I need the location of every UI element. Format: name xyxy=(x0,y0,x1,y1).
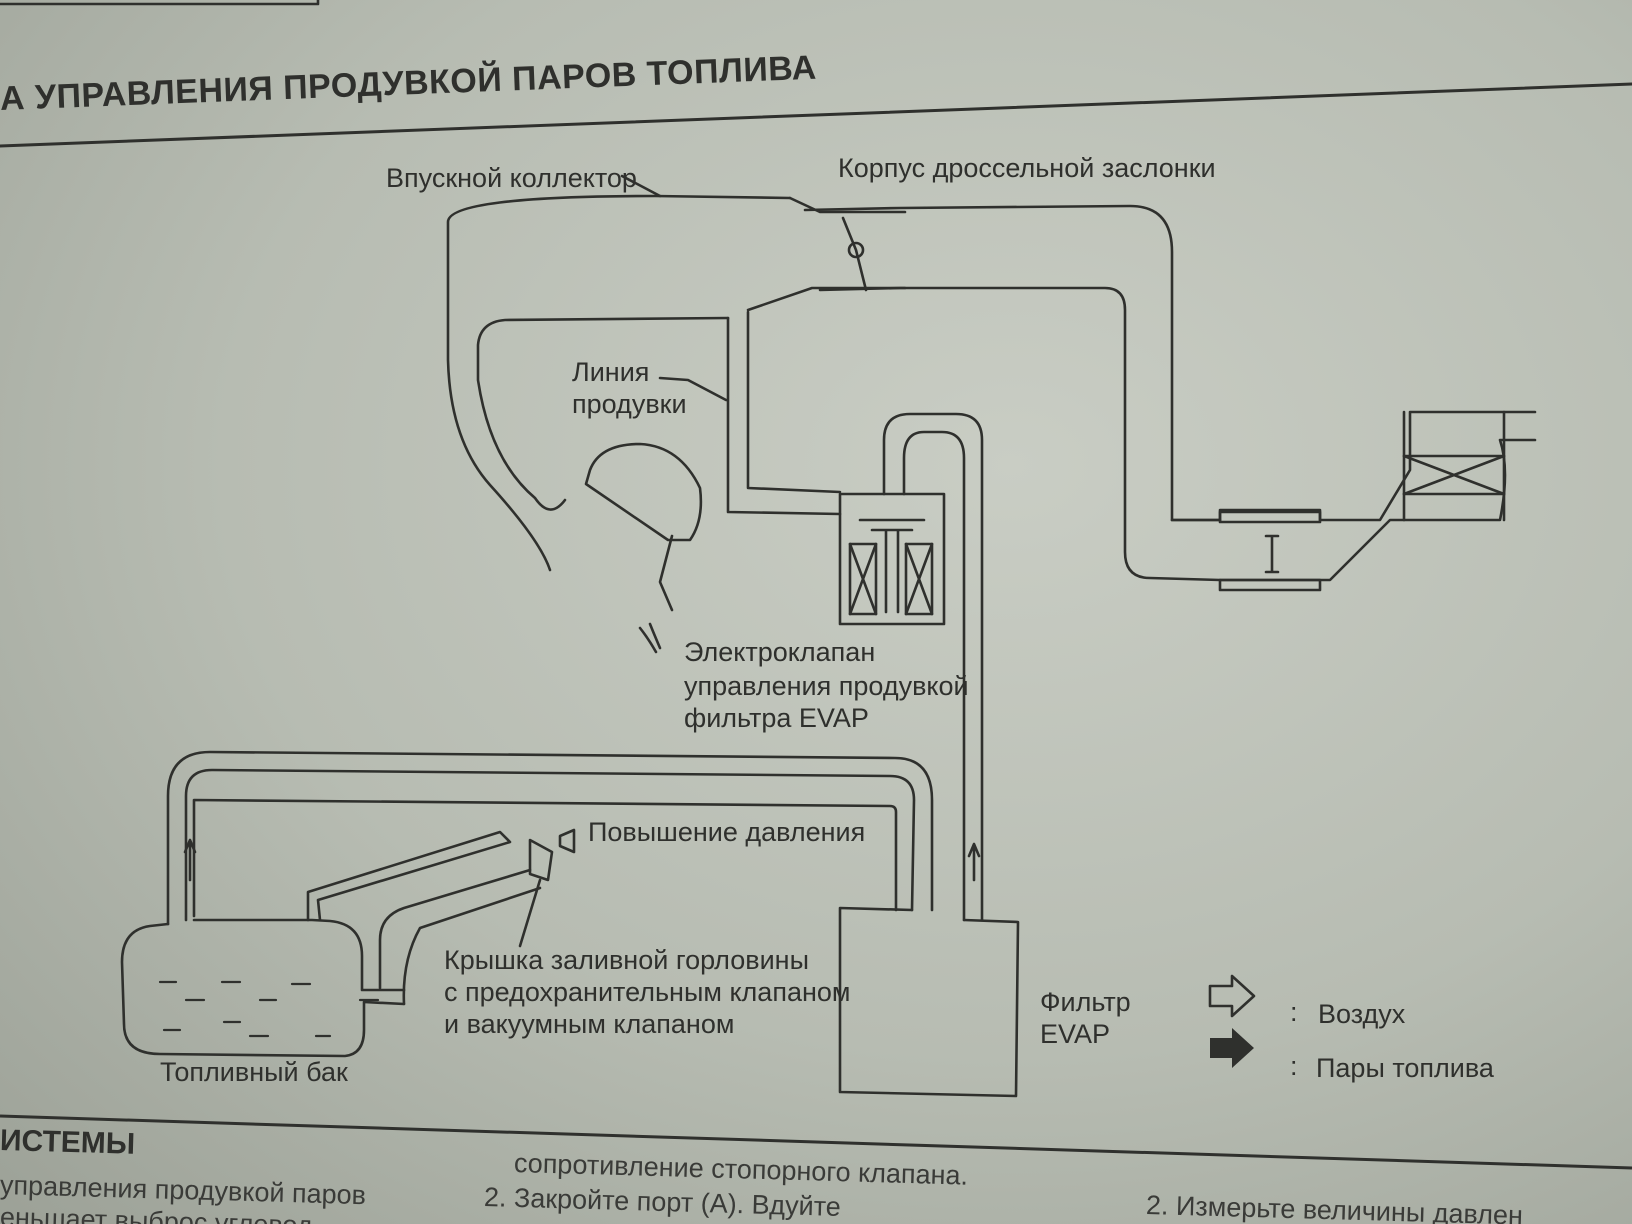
tank-vent-tube xyxy=(306,830,512,922)
section-rule xyxy=(0,1114,1632,1170)
label-filler-cap-2: с предохранительным клапаном xyxy=(444,977,851,1007)
top-frame-line xyxy=(0,0,320,6)
legend-vapor-label: Пары топлива xyxy=(1316,1053,1494,1083)
vapor-flow-arrow-right xyxy=(967,842,981,882)
vapor-line-inner-a xyxy=(166,750,934,926)
maf-sensor-bottom xyxy=(1218,578,1322,592)
leader-filler-cap xyxy=(518,878,542,948)
leader-intake xyxy=(620,174,662,198)
label-throttle-body: Корпус дроссельной заслонки xyxy=(838,153,1216,183)
purge-solenoid-body xyxy=(838,492,946,626)
label-purge-line-1: Линия xyxy=(572,357,650,387)
pressure-arrow-icon xyxy=(558,828,576,854)
label-solenoid-2: управления продувкой xyxy=(684,671,969,701)
maf-sensor-top xyxy=(1218,510,1322,524)
throttle-upper-neck xyxy=(788,196,907,214)
air-duct-lower xyxy=(818,286,1222,582)
label-evap-filter-1: Фильтр xyxy=(1040,987,1131,1017)
throttle-shaft-icon xyxy=(847,241,865,259)
evap-canister xyxy=(838,906,1020,1098)
filler-neck xyxy=(378,868,542,1006)
vapor-flow-arrow-left xyxy=(183,838,197,882)
fuel-tank-body-a xyxy=(120,922,406,1058)
leader-purge-line xyxy=(658,376,728,402)
section-title: ИСТЕМЫ xyxy=(0,1124,136,1161)
evap-line-inner xyxy=(902,430,966,922)
label-filler-cap-1: Крышка заливной горловины xyxy=(444,945,810,975)
label-filler-cap-3: и вакуумным клапаном xyxy=(444,1009,735,1039)
label-fuel-tank: Топливный бак xyxy=(160,1057,348,1087)
legend-air-label: Воздух xyxy=(1318,999,1406,1029)
fuel-level-marks xyxy=(158,980,380,1038)
filler-cap-icon xyxy=(528,838,554,882)
throttle-plate xyxy=(841,216,868,292)
air-filter-element xyxy=(1402,454,1506,496)
label-solenoid-3: фильтра EVAP xyxy=(684,703,869,733)
evap-line-outer xyxy=(882,412,984,922)
throttle-lower-neck xyxy=(746,286,907,312)
label-intake-manifold: Впускной коллектор xyxy=(386,163,637,193)
purge-line-inner xyxy=(726,316,842,516)
fuel-tank-top xyxy=(192,918,406,992)
heading-rule xyxy=(0,82,1632,148)
intake-manifold-outer xyxy=(446,194,792,572)
engine-block-icon xyxy=(584,442,703,542)
hollow-arrow-icon xyxy=(1208,974,1256,1018)
label-pressure-rise: Повышение давления xyxy=(588,817,866,847)
label-purge-line-2: продувки xyxy=(572,389,687,419)
intake-manifold-inner xyxy=(476,316,730,511)
injector-icon xyxy=(638,622,662,654)
label-evap-filter-2: EVAP xyxy=(1040,1019,1111,1049)
solid-arrow-icon xyxy=(1210,1028,1254,1068)
air-duct-upper xyxy=(803,204,1222,522)
legend-vapor-separator: : xyxy=(1290,1051,1298,1081)
purge-line-outer xyxy=(746,310,842,494)
vapor-line-inner-b xyxy=(192,798,898,918)
maf-element-icon xyxy=(1264,534,1280,574)
vapor-line-outer xyxy=(184,768,916,922)
solenoid-coil-left xyxy=(848,542,878,616)
solenoid-plunger xyxy=(858,518,926,614)
leader-solenoid xyxy=(658,534,674,612)
legend-air-separator: : xyxy=(1290,997,1298,1027)
solenoid-coil-right xyxy=(904,542,934,616)
label-solenoid-1: Электроклапан xyxy=(684,637,876,667)
